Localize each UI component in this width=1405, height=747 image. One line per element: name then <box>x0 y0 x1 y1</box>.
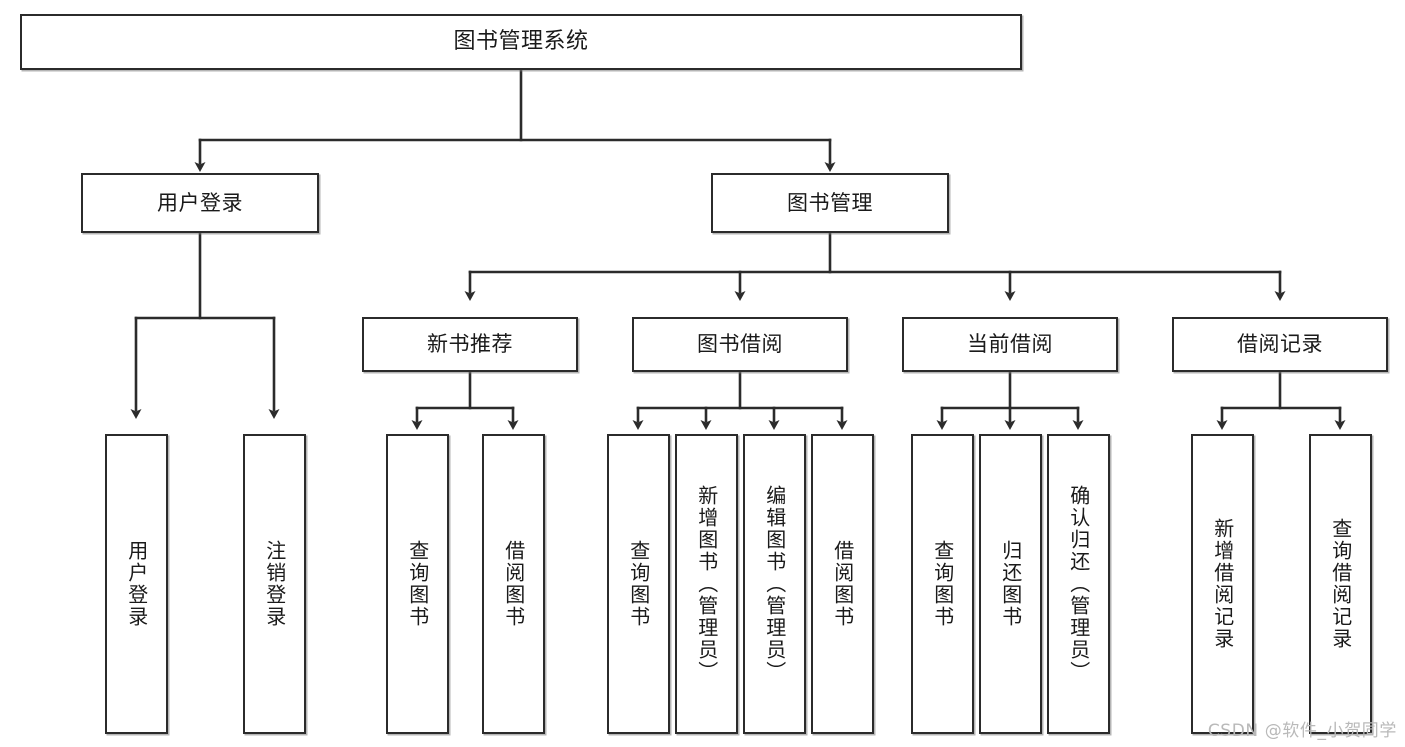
leaf-borrow-book-1-label: 借阅图书 <box>501 540 526 628</box>
leaf-borrow-book-1[interactable]: 借阅图书 <box>482 434 545 734</box>
node-current-borrow[interactable]: 当前借阅 <box>902 317 1118 372</box>
leaf-add-record[interactable]: 新增借阅记录 <box>1191 434 1254 734</box>
leaf-query-record-label: 查询借阅记录 <box>1328 518 1353 650</box>
node-user-login[interactable]: 用户登录 <box>81 173 319 233</box>
leaf-logout-login[interactable]: 注销登录 <box>243 434 306 734</box>
node-root-label: 图书管理系统 <box>453 29 589 55</box>
leaf-user-login[interactable]: 用户登录 <box>105 434 168 734</box>
leaf-query-book-1-label: 查询图书 <box>405 540 430 628</box>
node-new-book-recommend-label: 新书推荐 <box>427 332 513 357</box>
node-book-borrow[interactable]: 图书借阅 <box>632 317 848 372</box>
leaf-query-record[interactable]: 查询借阅记录 <box>1309 434 1372 734</box>
leaf-confirm-return-label: 确认归还（管理员） <box>1066 485 1091 683</box>
leaf-borrow-book-2-label: 借阅图书 <box>830 540 855 628</box>
node-borrow-record-label: 借阅记录 <box>1237 332 1323 357</box>
csdn-watermark: CSDN @软件_小贺同学 <box>1207 721 1397 741</box>
leaf-query-book-3-label: 查询图书 <box>930 540 955 628</box>
node-borrow-record[interactable]: 借阅记录 <box>1172 317 1388 372</box>
leaf-query-book-1[interactable]: 查询图书 <box>386 434 449 734</box>
leaf-confirm-return[interactable]: 确认归还（管理员） <box>1047 434 1110 734</box>
leaf-borrow-book-2[interactable]: 借阅图书 <box>811 434 874 734</box>
leaf-add-book-label: 新增图书（管理员） <box>694 485 719 683</box>
leaf-query-book-3[interactable]: 查询图书 <box>911 434 974 734</box>
leaf-add-book[interactable]: 新增图书（管理员） <box>675 434 738 734</box>
node-book-borrow-label: 图书借阅 <box>697 332 783 357</box>
node-user-login-label: 用户登录 <box>157 190 243 215</box>
leaf-query-book-2-label: 查询图书 <box>626 540 651 628</box>
node-current-borrow-label: 当前借阅 <box>967 332 1053 357</box>
leaf-user-login-label: 用户登录 <box>124 540 149 628</box>
leaf-return-book[interactable]: 归还图书 <box>979 434 1042 734</box>
node-book-manage[interactable]: 图书管理 <box>711 173 949 233</box>
leaf-return-book-label: 归还图书 <box>998 540 1023 628</box>
leaf-add-record-label: 新增借阅记录 <box>1210 518 1235 650</box>
leaf-edit-book[interactable]: 编辑图书（管理员） <box>743 434 806 734</box>
node-book-manage-label: 图书管理 <box>787 190 873 215</box>
node-new-book-recommend[interactable]: 新书推荐 <box>362 317 578 372</box>
leaf-logout-login-label: 注销登录 <box>262 540 287 628</box>
leaf-query-book-2[interactable]: 查询图书 <box>607 434 670 734</box>
leaf-edit-book-label: 编辑图书（管理员） <box>762 485 787 683</box>
node-root[interactable]: 图书管理系统 <box>20 14 1022 70</box>
